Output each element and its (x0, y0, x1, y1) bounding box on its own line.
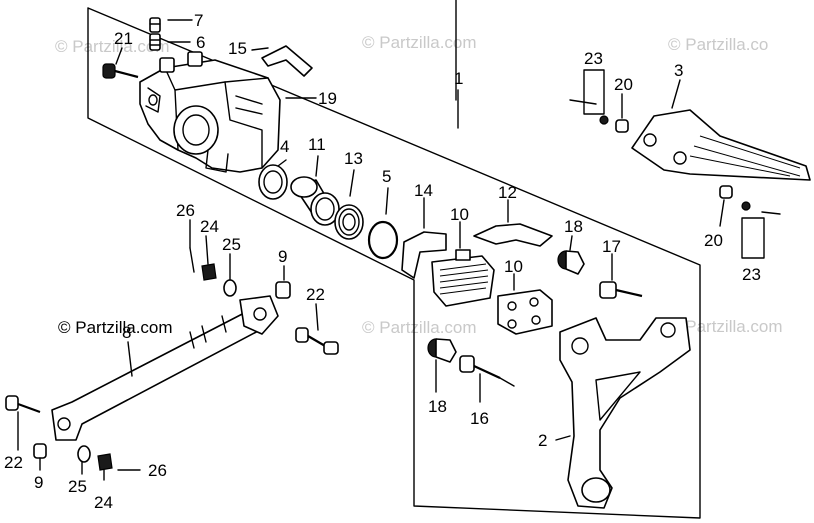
label-26-lower: 26 (148, 461, 167, 480)
pad-shim (401, 231, 447, 279)
sleeve-left (427, 338, 457, 363)
label-22-right: 22 (306, 285, 325, 304)
label-23-lower: 23 (742, 265, 761, 284)
label-14: 14 (414, 181, 433, 200)
label-3: 3 (674, 61, 683, 80)
label-9-lower: 9 (34, 473, 43, 492)
torque-bolt-right (295, 327, 339, 355)
seal-ring (367, 220, 399, 260)
brake-pad-front (431, 249, 495, 307)
watermark-1: © Partzilla.com (55, 37, 170, 56)
label-23-upper: 23 (584, 49, 603, 68)
label-2: 2 (538, 431, 547, 450)
piston-boot (334, 204, 364, 240)
label-21: 21 (114, 29, 133, 48)
watermark-3: © Partzilla.co (668, 35, 768, 54)
label-7: 7 (194, 11, 203, 30)
label-13: 13 (344, 149, 363, 168)
bleeder-screw (149, 17, 161, 51)
hardware-lower (77, 445, 141, 471)
watermark-2: © Partzilla.com (362, 33, 477, 52)
watermark-5: © Partzilla.com (668, 317, 783, 336)
label-17: 17 (602, 237, 621, 256)
label-18-left: 18 (428, 397, 447, 416)
caliper-bracket (559, 317, 691, 509)
label-1: 1 (454, 69, 463, 88)
label-12: 12 (498, 183, 517, 202)
collar-left (33, 443, 47, 459)
label-20-lower: 20 (704, 231, 723, 250)
label-10-rear: 10 (504, 257, 523, 276)
assembly-outline (87, 7, 701, 519)
watermark-6: © Partzilla.com (58, 318, 173, 337)
torque-rod (51, 295, 279, 441)
label-19: 19 (318, 89, 337, 108)
sleeve-right (557, 250, 585, 275)
brake-pad-rear (497, 289, 553, 335)
label-20-upper: 20 (614, 75, 633, 94)
label-18-right: 18 (564, 217, 583, 236)
cover-screws-lower (719, 185, 781, 215)
piston-seal (258, 164, 288, 200)
label-6: 6 (196, 33, 205, 52)
hardware-upper (189, 247, 237, 297)
pad-spring (261, 45, 313, 77)
label-5: 5 (382, 167, 391, 186)
label-15: 15 (228, 39, 247, 58)
label-10-front: 10 (450, 205, 469, 224)
caliper-body (139, 51, 281, 173)
label-4: 4 (280, 137, 289, 156)
pin-bolt-left (459, 355, 501, 379)
label-24-lower: 24 (94, 493, 113, 512)
label-22-left: 22 (4, 453, 23, 472)
cover-screws-upper (569, 99, 629, 133)
caliper-piston (290, 176, 340, 226)
collar-right (275, 281, 291, 299)
label-26-upper: 26 (176, 201, 195, 220)
label-8: 8 (122, 323, 131, 342)
leader-lines (17, 0, 765, 481)
watermark-4: © Partzilla.com (362, 318, 477, 337)
pad-retainer (473, 223, 553, 247)
label-25-lower: 25 (68, 477, 87, 496)
caliper-cover (631, 109, 811, 181)
torque-bolt-left (5, 395, 41, 414)
pin-bolt-right (599, 281, 643, 299)
label-25-upper: 25 (222, 235, 241, 254)
label-24-upper: 24 (200, 217, 219, 236)
label-16: 16 (470, 409, 489, 428)
leader-16-bracket (499, 377, 515, 387)
label-11: 11 (308, 135, 326, 154)
caliper-bolt (102, 63, 139, 79)
label-9-upper: 9 (278, 247, 287, 266)
